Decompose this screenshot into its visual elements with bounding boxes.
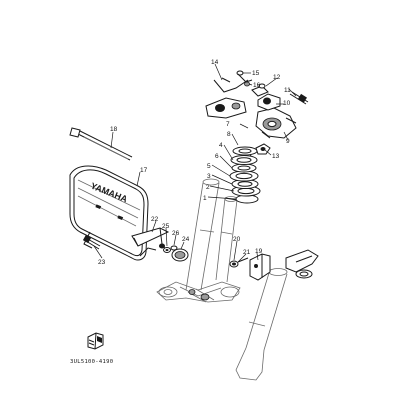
number-plate: YAMAHA xyxy=(69,165,157,261)
callout-24: 24 xyxy=(182,236,190,243)
part-4-washer xyxy=(230,155,258,165)
callout-11: 11 xyxy=(284,87,291,94)
callout-3: 3 xyxy=(207,173,211,180)
bracket-14 xyxy=(213,70,253,93)
callout-8: 8 xyxy=(227,131,231,138)
callout-16: 16 xyxy=(253,82,261,89)
steering-stem-tube xyxy=(215,196,238,283)
callout-5: 5 xyxy=(207,163,211,170)
guide-19 xyxy=(249,253,271,281)
callout-7: 7 xyxy=(226,121,230,128)
right-fork-tube xyxy=(235,268,288,381)
callout-18: 18 xyxy=(110,126,118,133)
callout-1: 1 xyxy=(203,195,207,202)
part-6-ring-nut xyxy=(231,163,257,173)
callout-23: 23 xyxy=(98,259,106,266)
callout-26: 26 xyxy=(172,230,180,237)
bolt-11 xyxy=(289,91,309,105)
callout-14: 14 xyxy=(211,59,219,66)
callout-numbers: 1 2 3 4 5 6 7 8 9 10 11 12 13 14 15 16 1… xyxy=(98,59,291,266)
upper-bracket xyxy=(255,107,297,139)
callout-15: 15 xyxy=(252,70,260,77)
bolt-23 xyxy=(82,234,101,250)
bearing-stack xyxy=(229,146,261,204)
callout-20: 20 xyxy=(233,236,241,243)
washer-25-26 xyxy=(163,245,178,253)
leader-lines xyxy=(93,63,297,263)
left-fork-tube xyxy=(185,178,220,291)
callout-6: 6 xyxy=(215,153,219,160)
cable-tie-18 xyxy=(69,127,133,161)
callout-22: 22 xyxy=(151,216,159,223)
callout-21: 21 xyxy=(243,249,251,256)
callout-4: 4 xyxy=(219,142,223,149)
callout-2: 2 xyxy=(206,184,210,191)
callout-13: 13 xyxy=(272,153,280,160)
stay-22 xyxy=(131,227,170,251)
callout-12: 12 xyxy=(273,74,281,81)
callout-10: 10 xyxy=(283,100,291,107)
bolt-20 xyxy=(229,257,249,268)
handlebar-holder xyxy=(205,83,281,119)
plate-brand-label: YAMAHA xyxy=(89,181,129,205)
callout-9: 9 xyxy=(286,138,290,145)
fork-clamp xyxy=(285,249,319,279)
diagram-reference-code: 3UL5100-4190 xyxy=(70,359,113,365)
steering-stem-lower-bracket xyxy=(156,281,241,303)
callout-17: 17 xyxy=(140,167,148,174)
reflector-24 xyxy=(171,248,189,262)
callout-25: 25 xyxy=(162,223,170,230)
part-8-ring-nut xyxy=(232,146,258,156)
manual-book-icon xyxy=(87,332,104,350)
callout-19: 19 xyxy=(255,248,263,255)
